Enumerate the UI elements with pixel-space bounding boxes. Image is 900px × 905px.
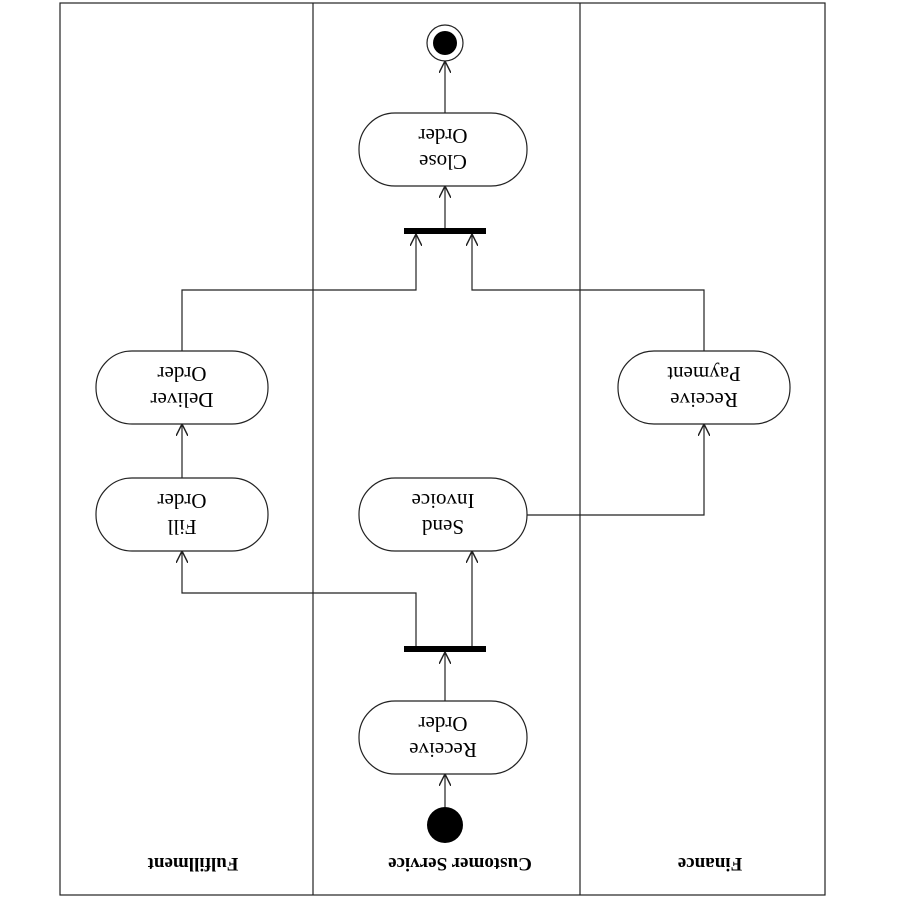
fill-order-line1: Fill <box>167 515 196 539</box>
close-order-line1: Close <box>419 150 467 174</box>
deliver-order-line1: Deliver <box>151 388 214 412</box>
activity-receive-payment <box>617 350 791 425</box>
lane-title-fulfillment: Fulfillment <box>147 853 238 874</box>
deliver-order-line2: Order <box>158 362 207 386</box>
receive-payment-line1: Receive <box>670 388 738 412</box>
final-node-inner <box>433 31 457 55</box>
lane-title-customer-service: Customer Service <box>388 853 532 874</box>
fill-order-line2: Order <box>158 489 207 513</box>
flow-send-invoice-to-receive-payment <box>527 424 704 516</box>
receive-order-line1: Receive <box>409 738 477 762</box>
send-invoice-line2: Invoice <box>412 489 475 513</box>
flow-receive-payment-to-join <box>472 234 705 351</box>
flow-fork-to-fill-order <box>182 551 417 646</box>
join-bar <box>404 228 486 234</box>
fork-bar <box>404 646 486 652</box>
close-order-line2: Order <box>419 124 468 148</box>
receive-order-line2: Order <box>419 712 468 736</box>
receive-payment-line2: Payment <box>667 362 741 386</box>
activity-deliver-order <box>95 350 269 425</box>
rotated-content: Fulfillment Customer Service Finance Rec… <box>95 24 791 874</box>
activity-close-order <box>358 112 528 187</box>
lane-title-finance: Finance <box>678 853 742 874</box>
activity-send-invoice <box>358 477 528 552</box>
initial-node <box>427 807 463 843</box>
activity-receive-order <box>358 700 528 775</box>
send-invoice-line1: Send <box>422 515 465 539</box>
activity-fill-order <box>95 477 269 552</box>
flow-deliver-to-join <box>181 234 416 351</box>
